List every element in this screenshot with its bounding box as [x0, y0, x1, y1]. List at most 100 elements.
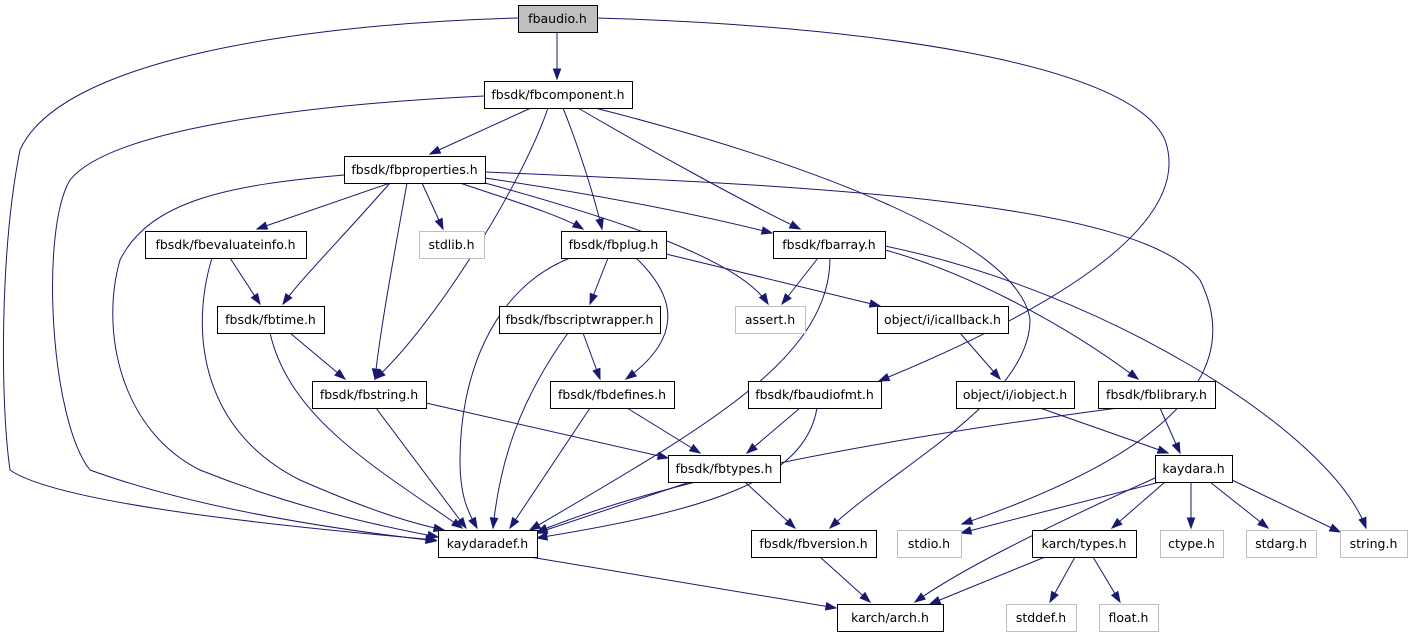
node-fblibrary-label: fbsdk/fblibrary.h [1106, 387, 1207, 402]
node-fbplug-box [561, 231, 667, 259]
edge-fbcomponent-to-fbversion [594, 107, 1031, 530]
edge-fbaudio-to-fbcomponent [552, 32, 562, 81]
edge-kaydara-to-stdarg [1209, 481, 1270, 529]
edge-fbproperties-to-fbtime [282, 182, 391, 306]
edge-fbplug-to-fbdefines [624, 257, 669, 380]
node-stddef-label: stddef.h [1016, 610, 1066, 625]
edge-icallback-to-iobject [959, 332, 1001, 381]
node-fbproperties[interactable]: fbsdk/fbproperties.h [344, 156, 486, 184]
edge-karchtypes-to-karcharch [928, 556, 1046, 605]
node-fbaudio-label: fbaudio.h [528, 11, 587, 26]
node-fbcomponent[interactable]: fbsdk/fbcomponent.h [484, 81, 633, 109]
node-fbdefines[interactable]: fbsdk/fbdefines.h [550, 381, 675, 409]
node-fbevaluateinfo[interactable]: fbsdk/fbevaluateinfo.h [145, 231, 307, 259]
node-fbtypes[interactable]: fbsdk/fbtypes.h [668, 455, 781, 483]
edge-fbproperties-to-fbstring [371, 182, 408, 381]
node-fbstring[interactable]: fbsdk/fbstring.h [312, 381, 427, 409]
node-fbtime[interactable]: fbsdk/fbtime.h [217, 306, 325, 334]
node-string[interactable]: string.h [1340, 530, 1408, 558]
node-fbevaluateinfo-label: fbsdk/fbevaluateinfo.h [155, 237, 295, 252]
edge-fbscriptwrapper-to-fbdefines [582, 332, 601, 381]
edge-fbarray-to-string [884, 245, 1367, 530]
edge-fbevaluateinfo-to-fbtime [229, 257, 261, 306]
node-iobject-box [956, 381, 1075, 409]
node-karchtypes-label: karch/types.h [1042, 536, 1127, 551]
node-assert[interactable]: assert.h [735, 306, 806, 334]
node-fbproperties-box [344, 156, 486, 184]
node-kaydaradef[interactable]: kaydaradef.h [438, 530, 538, 558]
node-fblibrary-box [1098, 381, 1216, 409]
edge-fbstring-to-fbtypes [425, 402, 670, 460]
edge-fbaudiofmt-to-kaydaradef [535, 407, 818, 541]
node-iobject[interactable]: object/i/iobject.h [956, 381, 1075, 409]
node-icallback[interactable]: object/i/icallback.h [877, 306, 1009, 334]
node-stdarg-box [1246, 530, 1317, 558]
node-kaydaradef-box [438, 530, 538, 558]
node-fbaudiofmt[interactable]: fbsdk/fbaudiofmt.h [748, 381, 882, 409]
edge-fbdefines-to-fbtypes [626, 407, 702, 454]
node-fbaudiofmt-label: fbsdk/fbaudiofmt.h [755, 387, 874, 402]
node-fbcomponent-box [484, 81, 633, 109]
node-kaydara[interactable]: kaydara.h [1155, 455, 1233, 483]
node-ctype[interactable]: ctype.h [1160, 530, 1224, 558]
edge-fblibrary-to-kaydaradef [535, 407, 1119, 533]
edge-fbdefines-to-kaydaradef [509, 407, 591, 530]
node-fbtime-box [217, 306, 325, 334]
node-float-label: float.h [1109, 610, 1149, 625]
node-stdarg[interactable]: stdarg.h [1246, 530, 1317, 558]
node-fbtypes-label: fbsdk/fbtypes.h [676, 461, 773, 476]
node-string-label: string.h [1350, 536, 1398, 551]
edge-fbproperties-to-stdio [484, 171, 1214, 525]
node-stdlib-label: stdlib.h [428, 237, 474, 252]
node-karcharch[interactable]: karch/arch.h [837, 604, 944, 632]
edge-fbplug-to-fbscriptwrapper [589, 257, 609, 306]
node-iobject-label: object/i/iobject.h [963, 387, 1067, 402]
node-stddef-box [1006, 604, 1077, 632]
node-stdio-label: stdio.h [908, 536, 950, 551]
edge-fbcomponent-to-fbproperties [428, 107, 532, 155]
node-kaydara-label: kaydara.h [1162, 461, 1224, 476]
node-fbproperties-label: fbsdk/fbproperties.h [351, 162, 477, 177]
node-float[interactable]: float.h [1099, 604, 1159, 632]
node-icallback-label: object/i/icallback.h [884, 312, 1001, 327]
node-fbscriptwrapper-box [499, 306, 661, 334]
node-fbscriptwrapper-label: fbsdk/fbscriptwrapper.h [506, 312, 654, 327]
node-fbcomponent-label: fbsdk/fbcomponent.h [491, 87, 624, 102]
edge-fbcomponent-to-fbplug [562, 107, 604, 231]
node-fbtypes-box [668, 455, 781, 483]
node-karcharch-label: karch/arch.h [851, 610, 929, 625]
node-karchtypes[interactable]: karch/types.h [1032, 530, 1137, 558]
node-fbtime-label: fbsdk/fbtime.h [225, 312, 316, 327]
node-fbaudio[interactable]: fbaudio.h [518, 5, 598, 33]
node-stdio[interactable]: stdio.h [897, 530, 962, 558]
node-fbstring-label: fbsdk/fbstring.h [320, 387, 418, 402]
edge-fbproperties-to-kaydaradef [112, 174, 440, 540]
node-fbaudio-box [518, 5, 598, 33]
node-fbarray-label: fbsdk/fbarray.h [782, 237, 875, 252]
node-stdlib[interactable]: stdlib.h [419, 231, 485, 259]
node-fbstring-box [312, 381, 427, 409]
node-fbscriptwrapper[interactable]: fbsdk/fbscriptwrapper.h [499, 306, 661, 334]
node-icallback-box [877, 306, 1009, 334]
edge-fbtypes-to-kaydaradef [535, 481, 691, 534]
node-karcharch-box [837, 604, 944, 632]
node-fbversion[interactable]: fbsdk/fbversion.h [751, 530, 877, 558]
node-fbversion-label: fbsdk/fbversion.h [759, 536, 867, 551]
edge-kaydara-to-karchtypes [1110, 481, 1166, 529]
edge-fbtime-to-fbstring [289, 332, 347, 380]
node-fblibrary[interactable]: fbsdk/fblibrary.h [1098, 381, 1216, 409]
node-fbplug-label: fbsdk/fbplug.h [569, 237, 659, 252]
edge-fbplug-to-kaydaradef [459, 257, 571, 530]
edge-fbproperties-to-fbarray [484, 177, 774, 235]
edge-kaydara-to-karcharch [913, 477, 1156, 603]
edge-fbstring-to-kaydaradef [375, 407, 467, 530]
node-fbaudiofmt-box [748, 381, 882, 409]
node-fbarray[interactable]: fbsdk/fbarray.h [773, 231, 886, 259]
node-ctype-box [1160, 530, 1224, 558]
node-stddef[interactable]: stddef.h [1006, 604, 1077, 632]
node-kaydaradef-label: kaydaradef.h [447, 536, 528, 551]
edge-iobject-to-kaydara [1039, 407, 1170, 454]
node-fbplug[interactable]: fbsdk/fbplug.h [561, 231, 667, 259]
node-fbversion-box [751, 530, 877, 558]
